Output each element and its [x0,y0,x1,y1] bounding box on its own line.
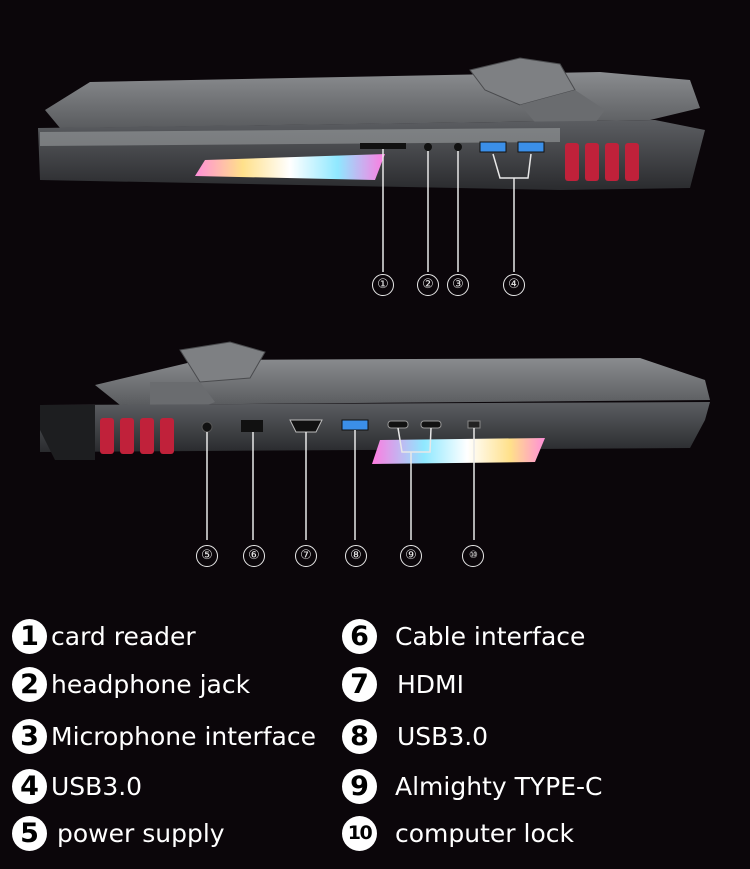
legend-label-6: Cable interface [395,622,585,651]
callout-10: ⑩ [462,545,484,567]
callout-8: ⑧ [345,545,367,567]
legend-label-2: headphone jack [51,670,250,699]
legend-label-7: HDMI [397,670,464,699]
legend-item-8: 8 USB3.0 [342,716,488,756]
legend-label-3: Microphone interface [51,722,316,751]
callout-7: ⑦ [295,545,317,567]
legend-number-8: 8 [342,719,377,754]
legend-label-5: power supply [57,819,225,848]
legend-label-8: USB3.0 [397,722,488,751]
legend-item-1: 1 card reader [12,616,196,656]
callout-3: ③ [447,274,469,296]
legend-number-6: 6 [342,619,377,654]
legend-item-9: 9 Almighty TYPE-C [342,766,603,806]
legend-label-1: card reader [51,622,196,651]
legend-item-2: 2 headphone jack [12,664,250,704]
legend-number-2: 2 [12,667,47,702]
legend-number-10: 10 [342,816,377,851]
legend-item-5: 5 power supply [12,813,225,853]
legend-number-9: 9 [342,769,377,804]
legend-item-7: 7 HDMI [342,664,464,704]
callout-4: ④ [503,274,525,296]
callout-6: ⑥ [243,545,265,567]
legend-number-5: 5 [12,816,47,851]
legend-number-1: 1 [12,619,47,654]
callout-2: ② [417,274,439,296]
legend-number-3: 3 [12,719,47,754]
legend-item-6: 6 Cable interface [342,616,585,656]
legend-item-10: 10 computer lock [342,813,574,853]
legend-item-3: 3 Microphone interface [12,716,316,756]
laptop-side-view-right [0,50,750,300]
callout-5: ⑤ [196,545,218,567]
legend-label-9: Almighty TYPE-C [395,772,603,801]
legend-number-7: 7 [342,667,377,702]
callout-1: ① [372,274,394,296]
legend-number-4: 4 [12,769,47,804]
legend-label-10: computer lock [395,819,574,848]
callout-9: ⑨ [400,545,422,567]
legend-item-4: 4 USB3.0 [12,766,142,806]
laptop-side-view-left [0,330,750,540]
legend-label-4: USB3.0 [51,772,142,801]
